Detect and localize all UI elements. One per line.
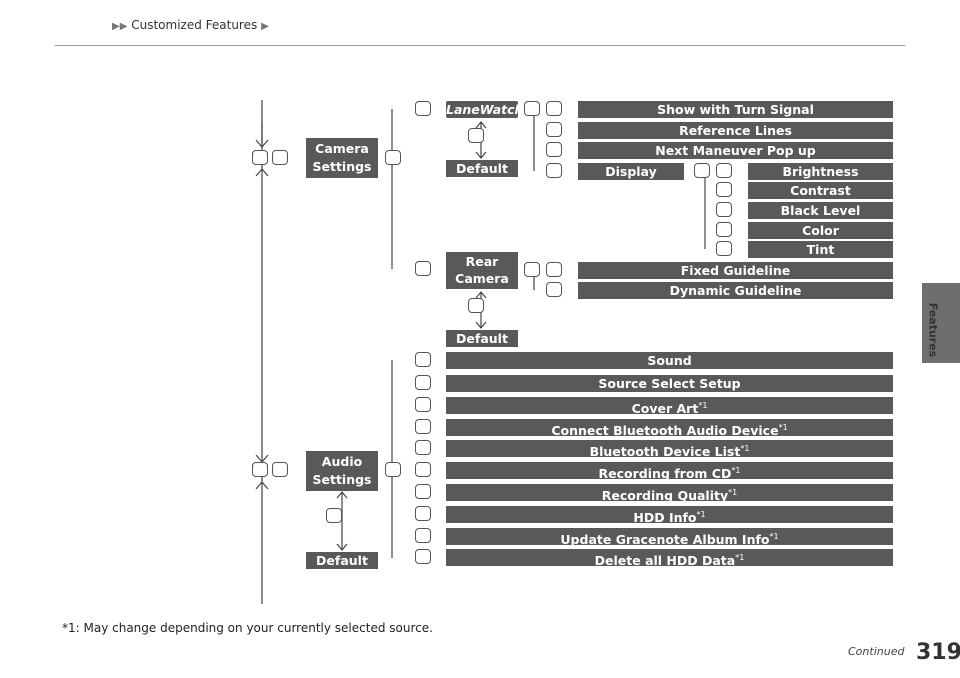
footnote-marker: *1 [698, 401, 708, 410]
audio-item: Bluetooth Device List*1 [446, 440, 893, 457]
touch-icon [252, 462, 268, 477]
footnote-marker: *1 [735, 553, 745, 562]
rear-camera-item: Dynamic Guideline [578, 282, 893, 299]
knob-icon [415, 506, 431, 521]
knob-rotate-icon [468, 128, 484, 143]
audio-item-label: HDD Info [633, 510, 697, 523]
display-item: Tint [748, 241, 893, 258]
display-item: Brightness [748, 163, 893, 180]
lanewatch-box: LaneWatch [446, 101, 518, 118]
breadcrumb-arrow-icon: ▶ [261, 21, 269, 32]
footnote: *1: May change depending on your current… [62, 621, 433, 635]
lanewatch-item: Reference Lines [578, 122, 893, 139]
audio-item-label: Connect Bluetooth Audio Device [551, 423, 779, 436]
knob-icon [716, 182, 732, 197]
audio-item-label: Sound [647, 353, 692, 368]
knob-icon [415, 528, 431, 543]
knob-icon [546, 282, 562, 297]
knob-icon [546, 163, 562, 178]
knob-icon [716, 163, 732, 178]
touch-icon [524, 262, 540, 277]
knob-icon [546, 262, 562, 277]
knob-icon [415, 440, 431, 455]
rear-camera-item: Fixed Guideline [578, 262, 893, 279]
knob-icon [546, 142, 562, 157]
display-item: Black Level [748, 202, 893, 219]
audio-item: Connect Bluetooth Audio Device*1 [446, 419, 893, 436]
audio-item: Recording Quality*1 [446, 484, 893, 501]
audio-item: Sound [446, 352, 893, 369]
knob-icon [716, 202, 732, 217]
audio-item-label: Cover Art [631, 401, 699, 414]
footnote-marker: *1 [696, 510, 706, 519]
audio-item: Update Gracenote Album Info*1 [446, 528, 893, 545]
audio-item-label: Delete all HDD Data [594, 553, 736, 566]
knob-rotate-icon [326, 508, 342, 523]
audio-item: Source Select Setup [446, 375, 893, 392]
display-box: Display [578, 163, 684, 180]
audio-item-label: Update Gracenote Album Info [560, 532, 770, 545]
knob-icon [415, 397, 431, 412]
audio-item-label: Bluetooth Device List [589, 444, 741, 457]
breadcrumb-title: Customized Features [131, 18, 258, 32]
knob-icon [415, 549, 431, 564]
knob-icon [546, 122, 562, 137]
audio-item: HDD Info*1 [446, 506, 893, 523]
page-number: 319 [916, 640, 960, 665]
knob-icon [272, 462, 288, 477]
side-tab [922, 283, 960, 363]
default-label: Default [306, 552, 378, 569]
lanewatch-item: Next Maneuver Pop up [578, 142, 893, 159]
knob-icon [546, 101, 562, 116]
audio-item: Cover Art*1 [446, 397, 893, 414]
header-divider [55, 45, 905, 46]
footnote-marker: *1 [740, 444, 750, 453]
audio-item-label: Recording from CD [598, 466, 732, 479]
lanewatch-item: Show with Turn Signal [578, 101, 893, 118]
knob-icon [415, 462, 431, 477]
touch-icon [694, 163, 710, 178]
audio-item: Delete all HDD Data*1 [446, 549, 893, 566]
display-item: Contrast [748, 182, 893, 199]
audio-item-label: Source Select Setup [598, 376, 741, 391]
knob-icon [415, 419, 431, 434]
footnote-marker: *1 [728, 488, 738, 497]
knob-icon [415, 261, 431, 276]
knob-icon [415, 484, 431, 499]
touch-icon [385, 150, 401, 165]
touch-icon [252, 150, 268, 165]
default-label: Default [446, 160, 518, 177]
knob-icon [415, 352, 431, 367]
knob-icon [415, 375, 431, 390]
knob-icon [415, 101, 431, 116]
touch-icon [385, 462, 401, 477]
footnote-marker: *1 [769, 532, 779, 541]
default-label: Default [446, 330, 518, 347]
audio-item: Recording from CD*1 [446, 462, 893, 479]
footnote-marker: *1 [778, 423, 788, 432]
knob-rotate-icon [468, 298, 484, 313]
knob-icon [272, 150, 288, 165]
continued-label: Continued [848, 645, 905, 658]
touch-icon [524, 101, 540, 116]
knob-icon [716, 241, 732, 256]
breadcrumb: ▶▶ Customized Features ▶ [112, 18, 269, 32]
breadcrumb-arrow-icon: ▶▶ [112, 21, 128, 32]
display-item: Color [748, 222, 893, 239]
footnote-marker: *1 [731, 466, 741, 475]
knob-icon [716, 222, 732, 237]
audio-item-label: Recording Quality [601, 488, 729, 501]
